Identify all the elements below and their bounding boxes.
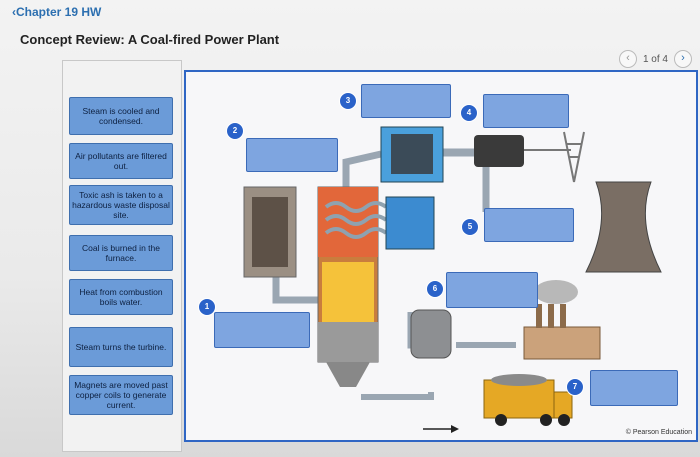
marker-4: 4 [460,104,478,122]
pager: ‹ 1 of 4 › [618,50,692,68]
prev-page-button[interactable]: ‹ [618,50,637,68]
copyright-credit: © Pearson Education [625,429,692,436]
marker-5: 5 [461,218,479,236]
marker-7: 7 [566,378,584,396]
arrow-right-icon [423,425,459,433]
marker-2: 2 [226,122,244,140]
page-title: Concept Review: A Coal-fired Power Plant [20,32,280,47]
back-link[interactable]: ‹Chapter 19 HW [12,5,102,19]
draggable-label[interactable]: Coal is burned in the furnace. [69,235,173,271]
power-plant-diagram: 1 2 3 4 5 6 7 © Pearson Education [184,70,698,442]
drop-target-4[interactable] [483,94,569,128]
next-page-button[interactable]: › [674,50,692,68]
marker-1: 1 [198,298,216,316]
draggable-label[interactable]: Air pollutants are filtered out. [69,143,173,179]
drop-target-2[interactable] [246,138,338,172]
chevron-left-icon: ‹ [12,5,16,19]
draggable-label[interactable]: Steam is cooled and condensed. [69,97,173,135]
drop-target-6[interactable] [446,272,538,308]
drop-target-5[interactable] [484,208,574,242]
draggable-label[interactable]: Heat from combustion boils water. [69,279,173,315]
label-bank: Steam is cooled and condensed. Air pollu… [62,60,182,452]
marker-6: 6 [426,280,444,298]
marker-3: 3 [339,92,357,110]
drop-target-7[interactable] [590,370,678,406]
drop-target-1[interactable] [214,312,310,348]
draggable-label[interactable]: Magnets are moved past copper coils to g… [69,375,173,415]
draggable-label[interactable]: Steam turns the turbine. [69,327,173,367]
drop-target-3[interactable] [361,84,451,118]
draggable-label[interactable]: Toxic ash is taken to a hazardous waste … [69,185,173,225]
page-count: 1 of 4 [642,53,668,65]
diagram-illustration [243,126,662,426]
